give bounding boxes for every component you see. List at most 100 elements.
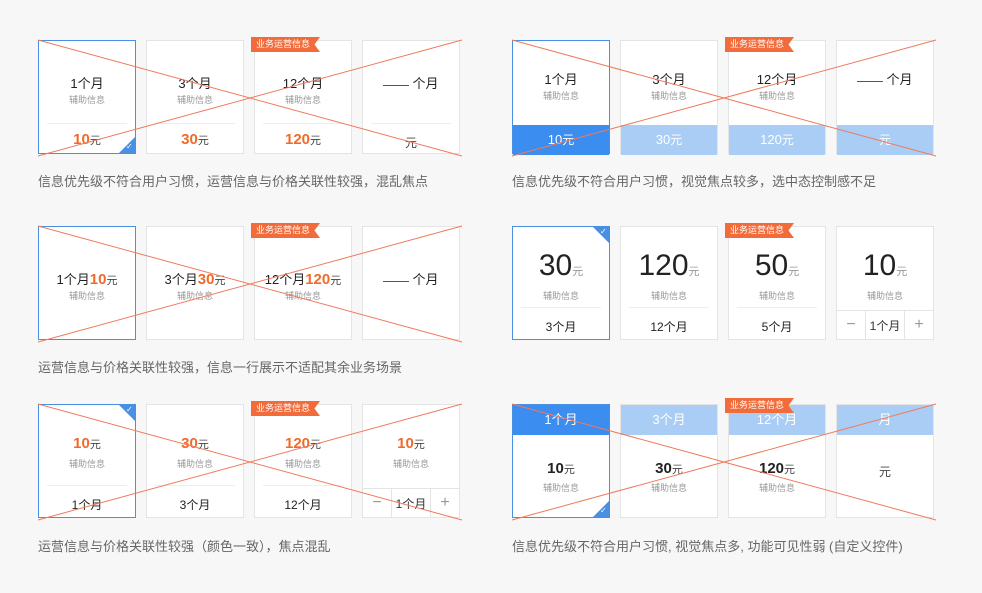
plan-card-12-month[interactable]: 12个月 辅助信息 120元 (254, 40, 352, 154)
plan-duration: 12个月 (284, 498, 322, 512)
promo-badge: 业务运营信息 (725, 223, 795, 238)
plan-card-1-month[interactable]: 1个月 辅助信息 10元 ✓ (38, 40, 136, 154)
plan-price: 120元 (758, 460, 796, 477)
plan-duration: 1个月 (71, 498, 103, 512)
plan-duration: 1个月 (70, 76, 104, 91)
plan-card-12-month[interactable]: 120元 辅助信息 12个月 (620, 226, 718, 340)
plan-card-custom[interactable]: 个月 (362, 226, 460, 340)
plan-aux-info: 辅助信息 (392, 459, 429, 469)
selected-check-icon: ✓ (593, 501, 609, 517)
plan-card-custom[interactable]: 个月 元 (836, 40, 934, 155)
plan-card-1-month[interactable]: 1个月 辅助信息 10元 (512, 40, 610, 155)
plan-price: 30元 (655, 460, 683, 477)
plan-card-3-month[interactable]: 30元 辅助信息 3个月 (146, 404, 244, 518)
plan-card-12-month[interactable]: 12个月 120元 辅助信息 (728, 404, 826, 518)
minus-icon[interactable]: − (372, 494, 382, 511)
plan-card-12-month[interactable]: 12个月 辅助信息 120元 (728, 40, 826, 155)
plan-card-12-month[interactable]: 12个月120元 辅助信息 (254, 226, 352, 340)
custom-duration: 个月 (363, 269, 459, 288)
stepper-value[interactable]: 1个月 (865, 311, 905, 339)
plan-price: 元 (404, 136, 417, 150)
plan-aux-info: 辅助信息 (284, 95, 321, 105)
plan-duration: 3个月 (178, 76, 212, 91)
plan-inline: 3个月30元 (164, 271, 226, 288)
plan-duration: 12个月 (282, 76, 324, 91)
plan-card-1-month[interactable]: 1个月10元 辅助信息 (38, 226, 136, 340)
plan-duration: 1个月 (544, 72, 578, 87)
panel-caption: 信息优先级不符合用户习惯，视觉焦点较多，选中态控制感不足 (512, 174, 877, 189)
plan-card-3-month[interactable]: 3个月 辅助信息 30元 (146, 40, 244, 154)
plan-duration: 1个月 (513, 405, 609, 435)
plan-price: 30元 (621, 125, 717, 155)
plan-aux-info: 辅助信息 (68, 95, 105, 105)
plan-price: 120元 (638, 249, 700, 282)
plan-aux-info: 辅助信息 (542, 483, 579, 493)
panel-caption: 运营信息与价格关联性较强（颜色一致），焦点混乱 (38, 539, 331, 554)
promo-badge: 业务运营信息 (725, 37, 795, 52)
plan-aux-info: 辅助信息 (542, 291, 579, 301)
plan-card-1-month[interactable]: 10元 辅助信息 1个月 ✓ (38, 404, 136, 518)
plan-card-12-month[interactable]: 120元 辅助信息 12个月 (254, 404, 352, 518)
plan-card-custom[interactable]: 10元 辅助信息 − 1个月 + (836, 226, 934, 340)
minus-icon[interactable]: − (846, 316, 856, 333)
plan-price: 10元 (73, 435, 101, 452)
plan-card-3-month[interactable]: 3个月 30元 辅助信息 (620, 404, 718, 518)
plan-duration: 3个月 (179, 498, 211, 512)
plan-aux-info: 辅助信息 (542, 91, 579, 101)
plan-aux-info: 辅助信息 (758, 291, 795, 301)
plan-price: 30元 (181, 131, 209, 148)
plan-price: 元 (837, 125, 933, 155)
panel-caption: 信息优先级不符合用户习惯, 视觉焦点多, 功能可见性弱 (自定义控件) (512, 539, 903, 554)
selected-check-icon: ✓ (593, 227, 609, 243)
plan-card-custom[interactable]: 月 元 (836, 404, 934, 518)
plan-price: 30元 (181, 435, 209, 452)
promo-badge: 业务运营信息 (251, 37, 321, 52)
plan-duration: 12个月 (650, 320, 688, 334)
plan-aux-info: 辅助信息 (176, 95, 213, 105)
plan-duration: 12个月 (756, 72, 798, 87)
plan-aux-info: 辅助信息 (284, 459, 321, 469)
selected-check-icon: ✓ (119, 405, 135, 421)
plan-duration: 3个月 (545, 320, 577, 334)
promo-badge: 业务运营信息 (251, 223, 321, 238)
plan-card-3-month[interactable]: 3个月 辅助信息 30元 (620, 40, 718, 155)
plan-card-custom[interactable]: 个月 元 (362, 40, 460, 154)
plan-duration: 月 (837, 405, 933, 435)
custom-duration: 个月 (837, 69, 933, 88)
plan-card-3-month[interactable]: 30元 辅助信息 3个月 ✓ (512, 226, 610, 340)
plan-aux-info: 辅助信息 (650, 91, 687, 101)
plan-inline: 1个月10元 (56, 271, 118, 288)
custom-duration: 个月 (363, 73, 459, 92)
plan-aux-info: 辅助信息 (284, 291, 321, 301)
promo-badge: 业务运营信息 (725, 398, 795, 413)
plan-card-1-month[interactable]: 1个月 10元 辅助信息 ✓ (512, 404, 610, 518)
plan-price: 120元 (284, 131, 322, 148)
plan-aux-info: 辅助信息 (68, 291, 105, 301)
plan-price: 30元 (538, 249, 584, 282)
month-stepper[interactable]: − 1个月 + (837, 310, 933, 339)
plan-aux-info: 辅助信息 (176, 291, 213, 301)
stepper-value[interactable]: 1个月 (391, 489, 431, 517)
panel-caption: 信息优先级不符合用户习惯，运营信息与价格关联性较强，混乱焦点 (38, 174, 429, 189)
plan-price: 50元 (754, 249, 800, 282)
plan-aux-info: 辅助信息 (758, 91, 795, 101)
plan-price: 10元 (513, 125, 609, 155)
selected-check-icon: ✓ (119, 137, 135, 153)
plan-aux-info: 辅助信息 (866, 291, 903, 301)
panel-caption: 运营信息与价格关联性较强，信息一行展示不适配其余业务场景 (38, 360, 403, 375)
plan-duration: 5个月 (761, 320, 793, 334)
plus-icon[interactable]: + (440, 494, 450, 511)
plan-duration: 3个月 (621, 405, 717, 435)
plan-card-5-month[interactable]: 50元 辅助信息 5个月 (728, 226, 826, 340)
plan-price: 10元 (862, 249, 908, 282)
plan-card-3-month[interactable]: 3个月30元 辅助信息 (146, 226, 244, 340)
plan-price: 10元 (397, 435, 425, 452)
plan-price: 10元 (547, 460, 575, 477)
plan-card-custom[interactable]: 10元 辅助信息 − 1个月 + (362, 404, 460, 518)
plan-price: 120元 (284, 435, 322, 452)
plus-icon[interactable]: + (914, 316, 924, 333)
month-stepper[interactable]: − 1个月 + (363, 488, 459, 517)
plan-aux-info: 辅助信息 (650, 483, 687, 493)
promo-badge: 业务运营信息 (251, 401, 321, 416)
plan-aux-info: 辅助信息 (650, 291, 687, 301)
